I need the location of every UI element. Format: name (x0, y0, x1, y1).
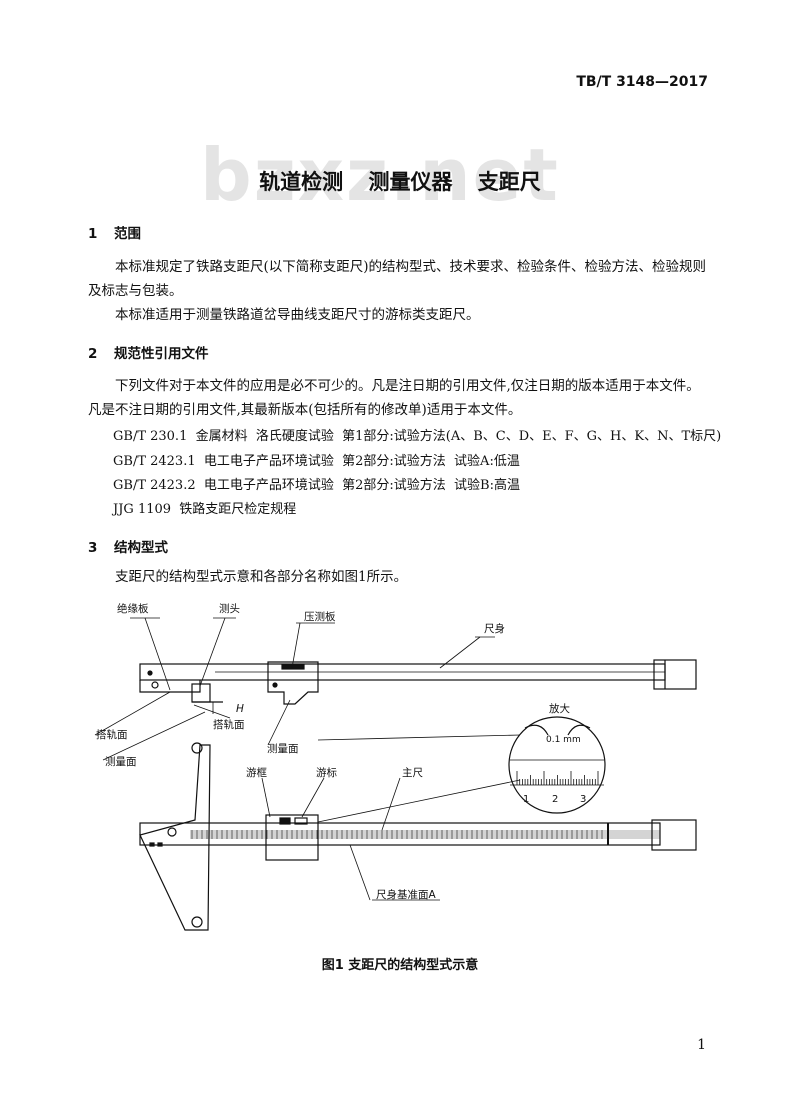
section-heading-1: 1 范围 (88, 222, 141, 242)
paragraph: 下列文件对于本文件的应用是必不可少的。凡是注日期的引用文件,仅注日期的版本适用于… (88, 378, 700, 418)
label-magnify: 放大 (549, 702, 570, 715)
upper-gauge-side-view (139, 659, 697, 714)
section-title: 规范性引用文件 (114, 346, 209, 362)
magnifier-view (508, 716, 606, 814)
label-resolution: 0.1 mm (546, 735, 581, 745)
section-title: 结构型式 (114, 540, 168, 556)
watermark: bzxz.net (200, 133, 560, 217)
leader-lines (94, 617, 521, 901)
vernier-frame-shape (265, 814, 319, 861)
paragraph: 本标准规定了铁路支距尺(以下简称支距尺)的结构型式、技术要求、检验条件、检验方法… (88, 259, 707, 299)
label-scale-3: 3 (580, 794, 586, 805)
reference-item: JJG 1109 铁路支距尺检定规程 (113, 502, 297, 517)
screw-icon (151, 681, 159, 689)
ruler-end-cap-upper (653, 659, 697, 690)
pressure-plate-shape (267, 661, 319, 705)
section-title: 范围 (114, 226, 141, 242)
figure-1-diagram: 绝缘板 测头 压测板 尺身 搭轨面 H 搭轨面 测量面 测量面 放大 0.1 m… (94, 602, 697, 931)
probe-head-shape (191, 683, 211, 703)
ruler-body-lower (139, 822, 661, 846)
label-insulating-plate: 绝缘板 (117, 602, 149, 615)
label-frame: 游框 (246, 766, 267, 779)
ruler-end-cap-lower (651, 819, 697, 851)
probe-plate-shape (139, 744, 211, 931)
paragraph: 本标准适用于测量铁路道岔导曲线支距尺寸的游标类支距尺。 (115, 307, 480, 323)
section-number: 3 (88, 540, 98, 556)
figure-caption: 图1 支距尺的结构型式示意 (321, 958, 479, 973)
label-probe-head: 测头 (219, 602, 240, 615)
section-number: 1 (88, 226, 98, 242)
insulating-plate-shape (139, 680, 201, 693)
section-number: 2 (88, 346, 98, 362)
label-pressure-plate: 压测板 (304, 610, 336, 623)
label-scale-2: 2 (552, 794, 558, 805)
lower-gauge-top-view (139, 742, 697, 931)
label-main-scale: 主尺 (402, 767, 423, 779)
clamp-mark (281, 664, 305, 670)
section-heading-3: 3 结构型式 (88, 536, 168, 556)
standard-code: TB/T 3148—2017 (576, 74, 708, 90)
page-number: 1 (697, 1037, 706, 1053)
label-measuring-face: 测量面 (267, 742, 299, 755)
label-h: H (236, 703, 244, 715)
label-vernier: 游标 (316, 766, 337, 779)
section-heading-2: 2 规范性引用文件 (88, 342, 209, 362)
reference-item: GB/T 230.1 金属材料 洛氏硬度试验 第1部分:试验方法(A、B、C、D… (113, 429, 722, 444)
reference-item: GB/T 2423.2 电工电子产品环境试验 第2部分:试验方法 试验B:高温 (113, 478, 520, 493)
label-rail-seat-face: 搭轨面 (96, 728, 128, 741)
label-datum-face: 尺身基准面A (376, 888, 436, 901)
label-ruler-body: 尺身 (484, 622, 505, 635)
paragraph: 支距尺的结构型式示意和各部分名称如图1所示。 (115, 569, 408, 585)
label-scale-1: 1 (523, 794, 529, 805)
label-rail-seat-face: 搭轨面 (213, 718, 245, 731)
label-measuring-face: 测量面 (105, 755, 137, 768)
reference-item: GB/T 2423.1 电工电子产品环境试验 第2部分:试验方法 试验A:低温 (113, 454, 520, 469)
document-title: 轨道检测 测量仪器 支距尺 (259, 170, 541, 194)
